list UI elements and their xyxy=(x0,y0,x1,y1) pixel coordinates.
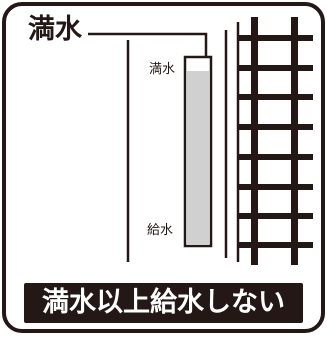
sign-title: 満水 xyxy=(28,14,82,45)
sign-border xyxy=(2,2,325,333)
ladder-icon xyxy=(239,17,313,265)
leader-line xyxy=(88,32,208,62)
warning-text: 満水以上給水しない xyxy=(42,287,285,318)
full-level-label: 満水 xyxy=(149,62,176,77)
gauge-fill xyxy=(187,71,209,245)
warning-banner: 満水以上給水しない xyxy=(24,283,303,323)
supply-level-label: 給水 xyxy=(147,223,174,238)
